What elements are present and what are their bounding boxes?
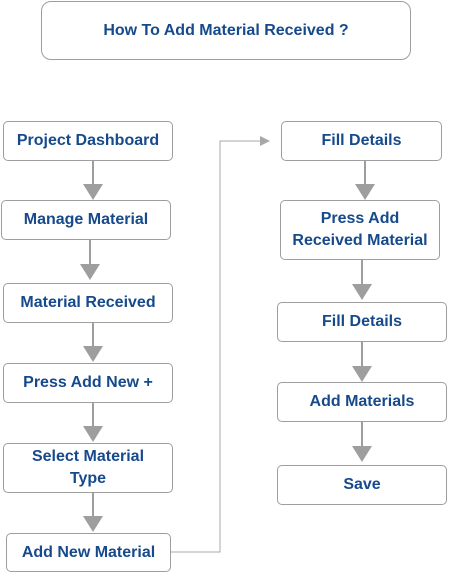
step-material-received: Material Received [3, 283, 173, 323]
arrow-right-4 [352, 422, 372, 462]
arrow-left-2 [80, 240, 100, 280]
diagram-title: How To Add Material Received ? [41, 1, 411, 60]
connector-left-to-right [171, 136, 270, 553]
step-manage-material: Manage Material [1, 200, 171, 240]
step-project-dashboard: Project Dashboard [3, 121, 173, 161]
step-fill-details-1: Fill Details [281, 121, 442, 161]
step-fill-details-2: Fill Details [277, 302, 447, 342]
step-add-new-material: Add New Material [6, 533, 171, 572]
arrow-left-5 [83, 493, 103, 532]
arrow-left-4 [83, 403, 103, 442]
arrow-left-1 [83, 161, 103, 200]
step-save: Save [277, 465, 447, 505]
step-press-add-received-material: Press Add Received Material [280, 200, 440, 260]
step-select-material-type: Select Material Type [3, 443, 173, 493]
arrow-left-3 [83, 323, 103, 362]
arrow-right-2 [352, 260, 372, 300]
step-add-materials: Add Materials [277, 382, 447, 422]
arrow-right-1 [355, 161, 375, 200]
step-press-add-new: Press Add New + [3, 363, 173, 403]
arrow-right-3 [352, 342, 372, 382]
